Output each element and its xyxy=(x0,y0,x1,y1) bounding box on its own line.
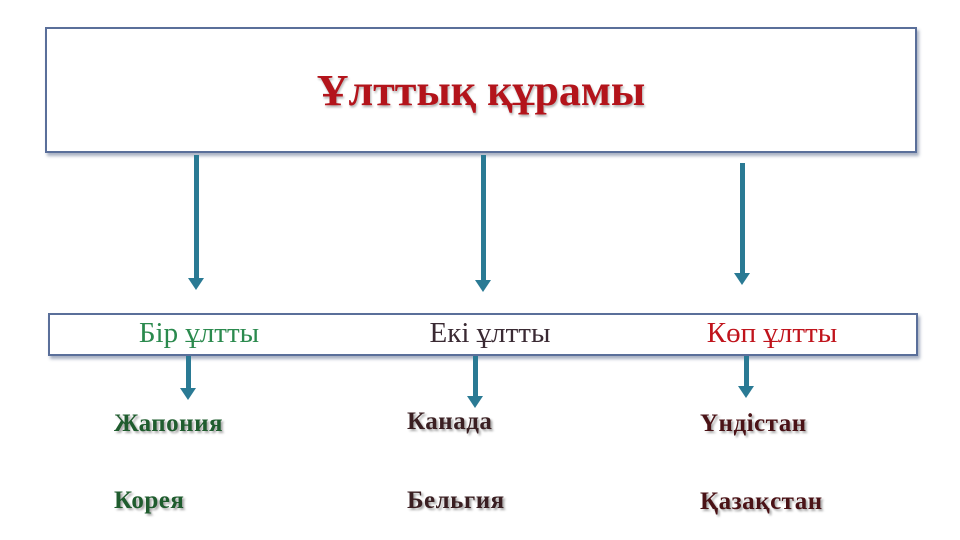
country-india: Үндістан xyxy=(700,410,807,437)
category-label-single: Бір ұлтты xyxy=(138,317,260,349)
arrow-down-icon xyxy=(180,356,196,400)
country-belgium: Бельгия xyxy=(407,487,505,514)
categories-box: Бір ұлтты Екі ұлтты Көп ұлтты xyxy=(48,313,918,356)
category-label-two: Екі ұлтты xyxy=(429,317,551,349)
country-korea: Корея xyxy=(114,487,185,514)
arrow-down-icon xyxy=(467,356,483,408)
diagram-title: Ұлттық құрамы xyxy=(316,65,646,115)
category-label-multi: Көп ұлтты xyxy=(706,317,838,349)
country-kazakhstan: Қазақстан xyxy=(700,488,823,515)
arrow-down-icon xyxy=(475,155,491,292)
arrow-down-icon xyxy=(734,163,750,285)
arrow-down-icon xyxy=(188,155,204,290)
country-canada: Канада xyxy=(407,408,493,435)
country-japan: Жапония xyxy=(114,410,224,437)
title-box: Ұлттық құрамы xyxy=(45,27,917,153)
arrow-down-icon xyxy=(738,356,754,398)
